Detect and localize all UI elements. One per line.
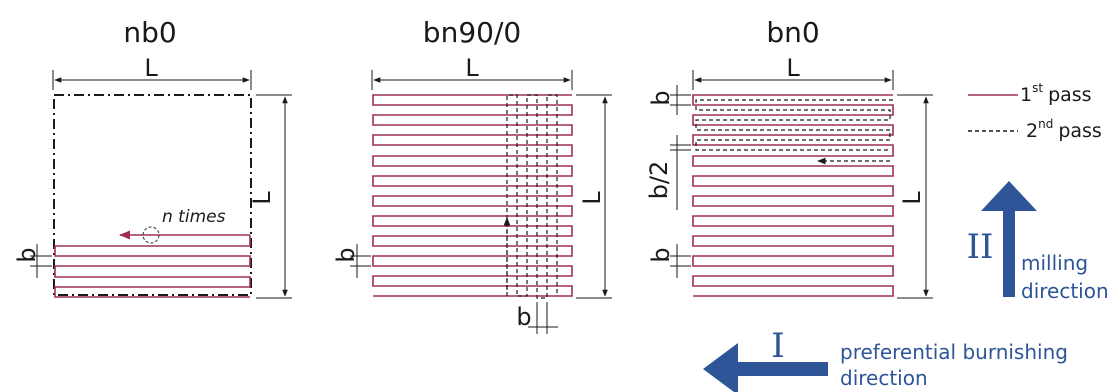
burnishing-direction-arrow-icon xyxy=(703,343,828,392)
bn90-second-pass-path xyxy=(506,94,558,299)
burnishing-label-line1: preferential burnishing xyxy=(840,340,1068,364)
nb0-title: nb0 xyxy=(123,16,176,49)
milling-direction: II milling direction xyxy=(967,181,1109,303)
milling-label-line2: direction xyxy=(1021,279,1109,303)
burnishing-label-line2: direction xyxy=(840,366,928,390)
nb0-workpiece-outline xyxy=(53,94,252,296)
bn0-b-low-label: b xyxy=(647,247,675,262)
bn0-b-half-label: b/2 xyxy=(645,161,673,200)
bn90-b-bottom-label: b xyxy=(516,303,531,331)
bn0-dim-top-label: L xyxy=(786,54,800,82)
nb0-dim-side-label: L xyxy=(248,191,276,205)
nb0-dim-top-label: L xyxy=(144,54,158,82)
nb0-b-label: b xyxy=(13,247,41,262)
bn90-b-left-label: b xyxy=(332,247,360,262)
milling-label-line1: milling xyxy=(1021,251,1088,275)
burnishing-numeral: I xyxy=(771,326,784,366)
nb0-first-pass-path xyxy=(54,235,251,298)
bn0-b-top-label: b xyxy=(647,90,675,105)
milling-direction-arrow-icon xyxy=(981,181,1037,297)
bn90-first-pass-path xyxy=(372,94,573,297)
bn90-dim-side-label: L xyxy=(578,191,606,205)
nb0-diagram: nb0 L L n times b xyxy=(13,16,292,299)
bn0-title: bn0 xyxy=(766,16,819,49)
bn0-first-pass-path xyxy=(692,94,894,297)
bn0-second-pass-path xyxy=(695,99,893,151)
milling-numeral: II xyxy=(967,227,994,267)
nb0-annotation: n times xyxy=(162,207,226,227)
burnishing-direction: I preferential burnishing direction xyxy=(703,326,1068,392)
bn90-title: bn90/0 xyxy=(423,16,521,49)
bn0-diagram: bn0 L L b b/2 b xyxy=(645,16,933,299)
bn0-dim-side-label: L xyxy=(898,191,926,205)
nb0-tool-circle xyxy=(142,226,160,244)
bn90-dim-top-label: L xyxy=(465,54,479,82)
bn90-diagram: bn90/0 L L b b xyxy=(332,16,612,334)
